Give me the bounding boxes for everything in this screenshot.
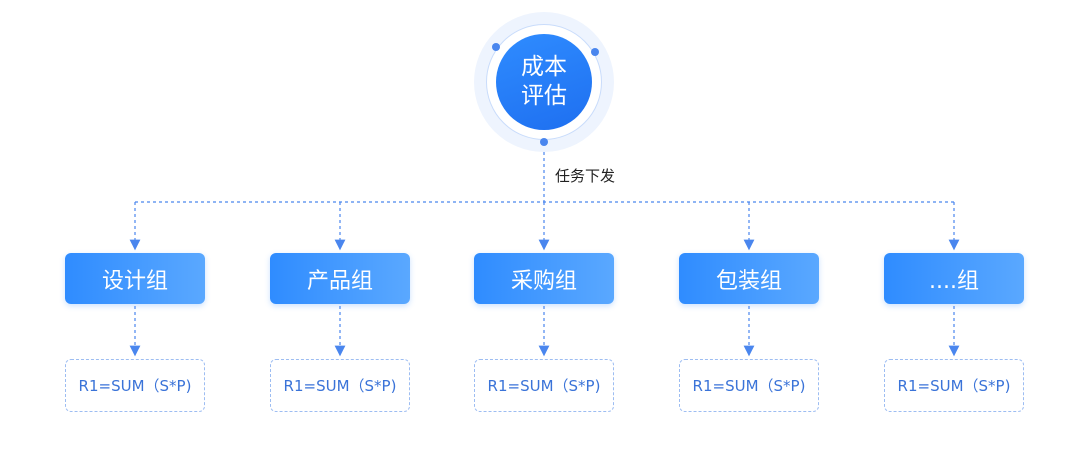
ring-dot-icon (492, 43, 500, 51)
formula-box-design: R1=SUM（S*P) (65, 359, 205, 412)
ring-dot-icon (591, 48, 599, 56)
root-label-line2: 评估 (521, 83, 567, 109)
group-node-product: 产品组 (270, 253, 410, 304)
group-node-other: ....组 (884, 253, 1024, 304)
group-node-purchasing: 采购组 (474, 253, 614, 304)
connector-label: 任务下发 (555, 167, 616, 185)
ring-dot-icon (540, 138, 548, 146)
group-node-design: 设计组 (65, 253, 205, 304)
group-node-packaging: 包装组 (679, 253, 819, 304)
formula-box-purchasing: R1=SUM（S*P) (474, 359, 614, 412)
formula-box-product: R1=SUM（S*P) (270, 359, 410, 412)
root-node: 成本评估 (496, 34, 592, 130)
formula-box-packaging: R1=SUM（S*P) (679, 359, 819, 412)
formula-box-other: R1=SUM（S*P) (884, 359, 1024, 412)
root-label-line1: 成本 (521, 54, 567, 80)
